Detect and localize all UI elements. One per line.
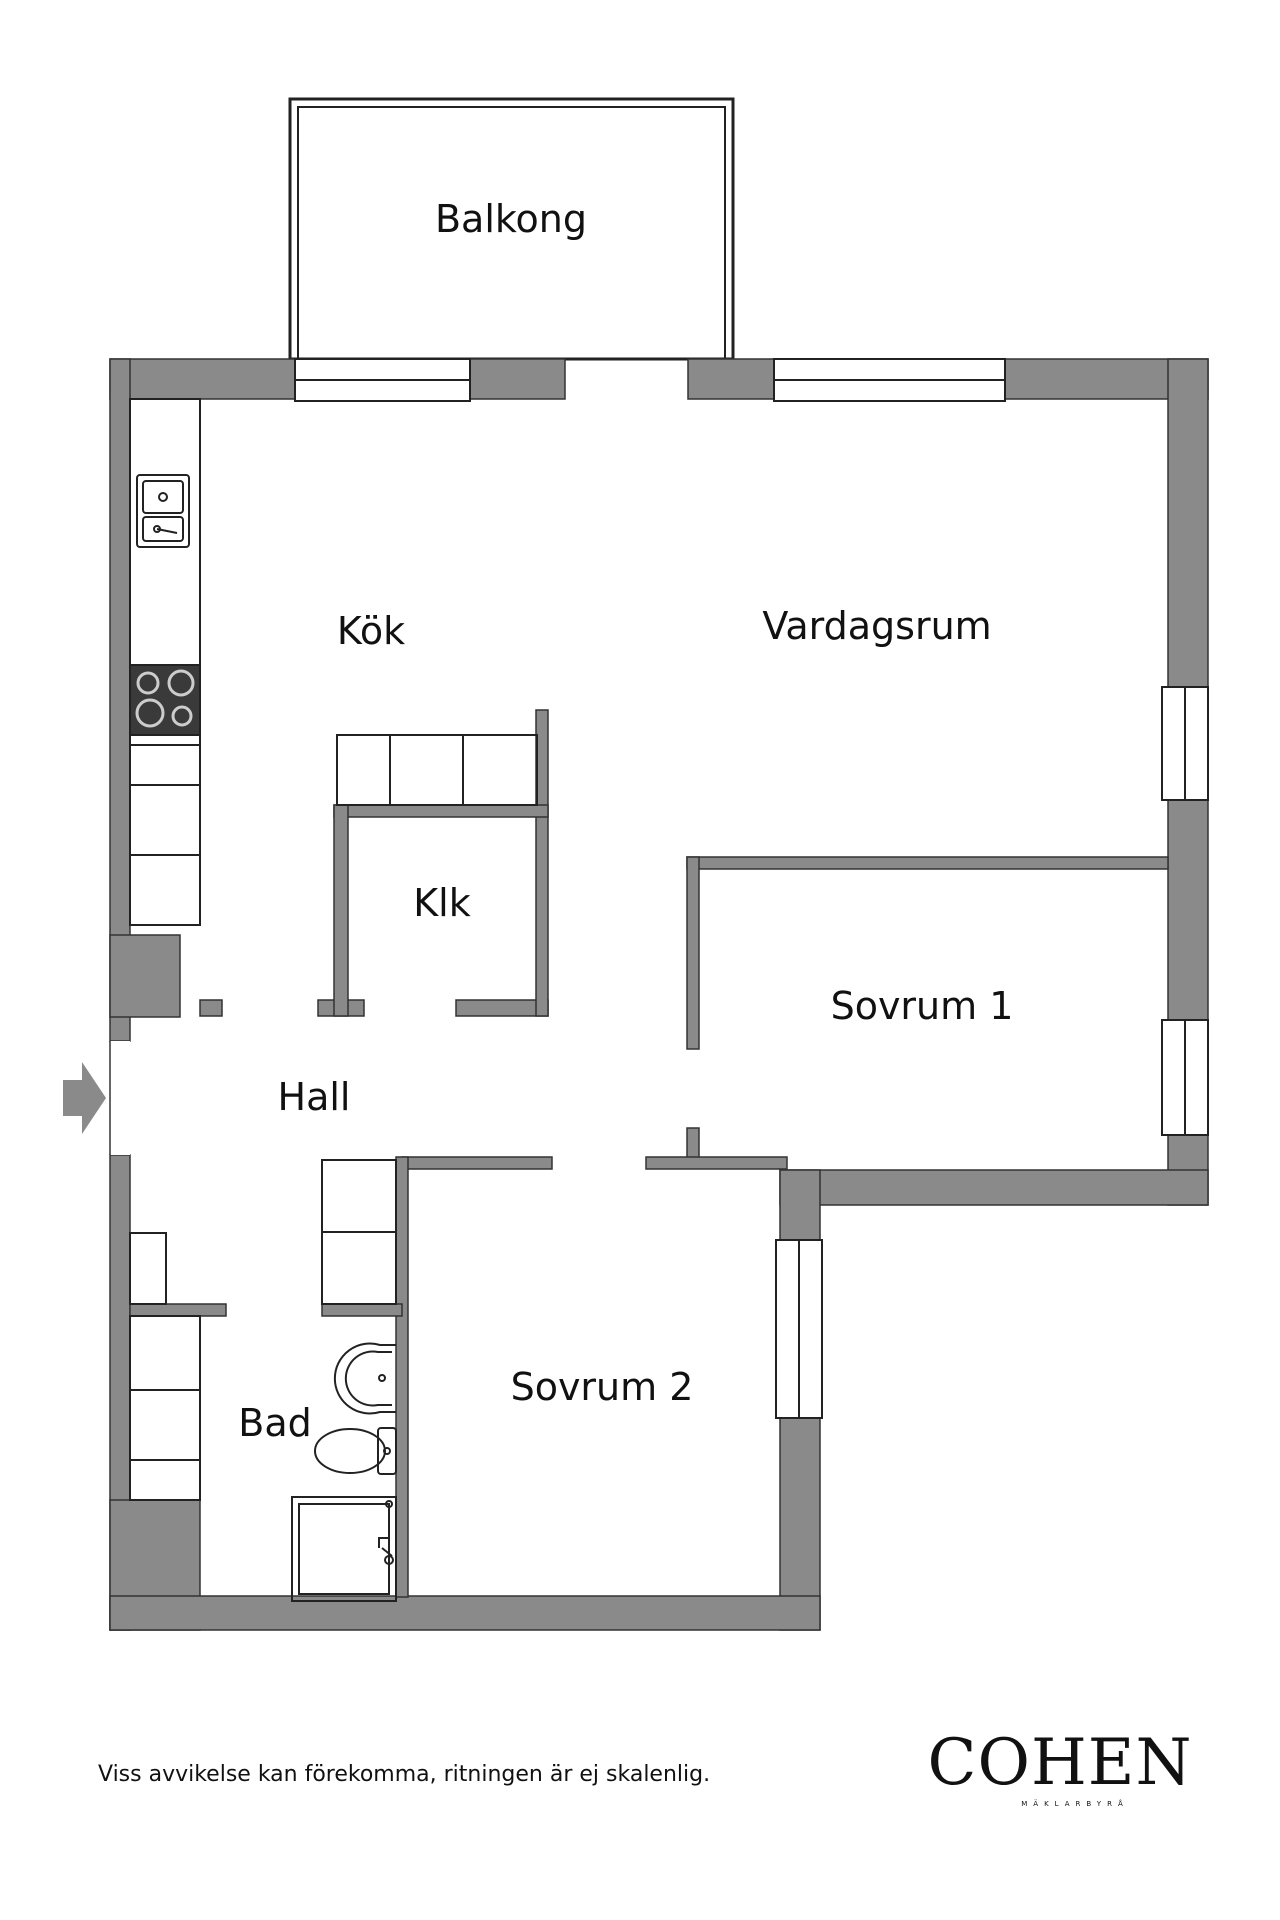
room-label-balkong: Balkong [435,197,587,241]
entrance-arrow-icon [63,1062,106,1134]
brand-logo: COHEN MÄKLARBYRÅ [928,1726,1193,1808]
room-label-vardagsrum: Vardagsrum [762,604,991,648]
stove-icon [129,664,201,736]
shower-icon [291,1496,397,1602]
logo-name: COHEN [928,1726,1193,1800]
kitchen-counter [129,398,201,926]
room-label-sovrum1: Sovrum 1 [831,984,1014,1028]
room-label-kok: Kök [337,609,405,653]
closet-cabinets [336,734,538,806]
hall-cabinets [129,1159,397,1305]
entrance [63,1041,130,1155]
disclaimer-text: Viss avvikelse kan förekomma, ritningen … [98,1762,710,1787]
room-label-bad: Bad [238,1401,311,1445]
room-label-klk: Klk [413,881,470,925]
room-label-hall: Hall [278,1075,351,1119]
washbasin-icon [333,1342,396,1415]
bathroom-cabinets [129,1315,201,1501]
kitchen-sink-icon [136,474,190,548]
windows [294,358,1209,1419]
toilet-icon [314,1427,397,1475]
room-label-sovrum2: Sovrum 2 [511,1365,694,1409]
logo-tagline: MÄKLARBYRÅ [1021,1799,1128,1808]
